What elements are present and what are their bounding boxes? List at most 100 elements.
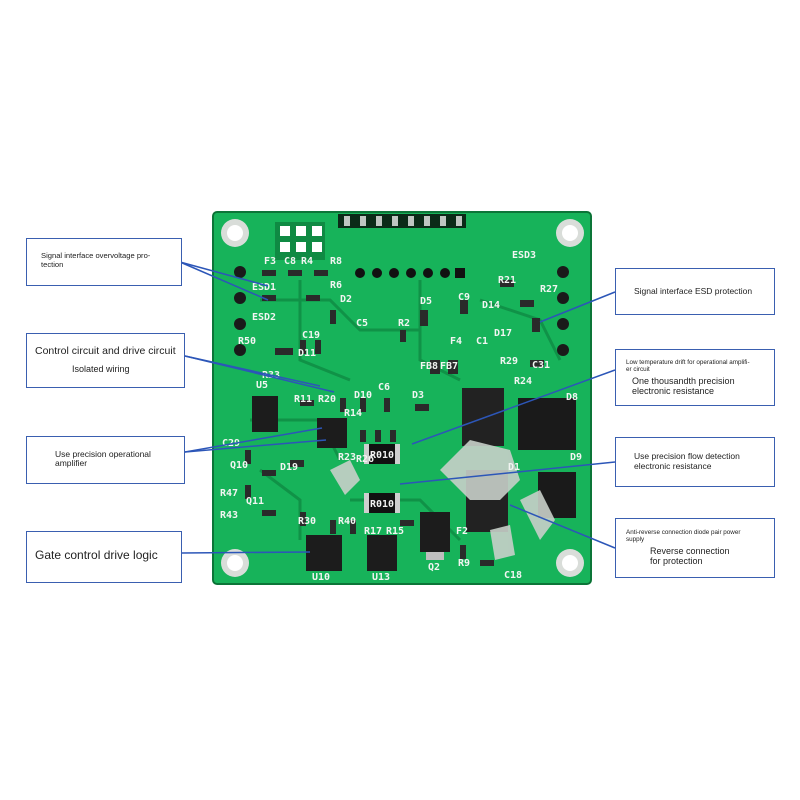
callout-esd-protection: Signal interface ESD protection [615, 268, 775, 315]
label-r30: R30 [298, 516, 316, 527]
callout-overvoltage-line1: Signal interface overvoltage pro- [41, 251, 151, 260]
header-pins-top [338, 214, 466, 228]
label-fb8: FB8 [420, 361, 438, 372]
callout-drift-line1: Low temperature drift for operational am… [626, 359, 750, 366]
callout-isolation-line2: Isolated wiring [72, 364, 130, 374]
label-r47: R47 [220, 488, 238, 499]
ic-u13 [367, 535, 397, 571]
label-r43: R43 [220, 510, 238, 521]
label-c8: C8 [284, 256, 296, 267]
label-d3: D3 [412, 390, 424, 401]
label-esd2: ESD2 [252, 312, 276, 323]
callout-opamp-line1: Use precision operational [55, 449, 151, 459]
label-r8: R8 [330, 256, 342, 267]
label-c1: C1 [476, 336, 488, 347]
sense-resistor-2-marking: R010 [370, 499, 394, 510]
callout-drift-line3: One thousandth precision [632, 376, 735, 386]
pcb-board: F3 C8 R4 R8 R6 D2 ESD3 R21 R27 D14 D17 D… [212, 211, 592, 585]
label-d17: D17 [494, 328, 512, 339]
label-r27: R27 [540, 284, 558, 295]
label-u5: U5 [256, 380, 268, 391]
label-r50: R50 [238, 336, 256, 347]
label-r26: R26 [356, 454, 374, 465]
callout-reverse-line2: supply [626, 536, 645, 543]
label-f4: F4 [450, 336, 462, 347]
mounting-hole [556, 549, 584, 577]
callout-gate-control: Gate control drive logic [26, 531, 182, 583]
label-r17: R17 [364, 526, 382, 537]
label-q10: Q10 [230, 460, 248, 471]
sense-resistor-2 [364, 493, 400, 513]
ic-q2 [420, 512, 450, 560]
mounting-hole [221, 219, 249, 247]
callout-overvoltage-protection: Signal interface overvoltage pro- tectio… [26, 238, 182, 286]
label-c31: C31 [532, 360, 550, 371]
edge-pins-right [557, 266, 569, 356]
label-r11: R11 [294, 394, 312, 405]
label-d2: D2 [340, 294, 352, 305]
label-esd3: ESD3 [512, 250, 536, 261]
callout-opamp-line2: amplifier [55, 458, 88, 468]
sense-resistor-1 [364, 444, 400, 464]
copper-pour [330, 440, 555, 560]
label-r2: R2 [398, 318, 410, 329]
label-c6: C6 [378, 382, 390, 393]
label-esd1: ESD1 [252, 282, 276, 293]
label-r14: R14 [344, 408, 362, 419]
callout-isolated-wiring: Control circuit and drive circuit Isolat… [26, 333, 185, 388]
label-u10: U10 [312, 572, 330, 583]
test-pad-block [275, 222, 325, 260]
label-fb7: FB7 [440, 361, 458, 372]
label-r24: R24 [514, 376, 532, 387]
through-hole-row [355, 268, 465, 278]
label-q11: Q11 [246, 496, 264, 507]
label-d1: D1 [508, 462, 520, 473]
callout-reverse-protection: Anti-reverse connection diode pair power… [615, 518, 775, 578]
ic-u5 [252, 396, 278, 432]
label-f2: F2 [456, 526, 468, 537]
callout-isolation-line1: Control circuit and drive circuit [35, 345, 176, 357]
label-d9: D9 [570, 452, 582, 463]
callout-reverse-line4: for protection [650, 556, 703, 566]
label-c9: C9 [458, 292, 470, 303]
mosfet-d8 [462, 388, 576, 450]
callout-reverse-line1: Anti-reverse connection diode pair power [626, 529, 741, 536]
mounting-hole [556, 219, 584, 247]
callout-precision-opamp: Use precision operational amplifier [26, 436, 185, 484]
callout-flow-line2: electronic resistance [634, 461, 712, 471]
callout-drift-line2: er circuit [626, 366, 650, 373]
label-q2: Q2 [428, 562, 440, 573]
label-r20: R20 [318, 394, 336, 405]
label-r9: R9 [458, 558, 470, 569]
callout-reverse-line3: Reverse connection [650, 546, 730, 556]
callout-overvoltage-line2: tection [41, 260, 64, 269]
ic-u10 [306, 535, 342, 571]
label-d10: D10 [354, 390, 372, 401]
label-d11: D11 [298, 348, 316, 359]
label-f3: F3 [264, 256, 276, 267]
label-c5: C5 [356, 318, 368, 329]
label-r40: R40 [338, 516, 356, 527]
label-d5: D5 [420, 296, 432, 307]
callout-esd-text: Signal interface ESD protection [634, 286, 753, 296]
label-d19: D19 [280, 462, 298, 473]
mounting-hole [221, 549, 249, 577]
leader-lines [179, 261, 616, 554]
label-r6: R6 [330, 280, 342, 291]
callout-gate-text: Gate control drive logic [35, 548, 158, 562]
ic-r14-opamp [317, 418, 347, 448]
label-r29: R29 [500, 356, 518, 367]
label-u13: U13 [372, 572, 390, 583]
label-r23: R23 [338, 452, 356, 463]
label-d14: D14 [482, 300, 500, 311]
callout-drift-line4: electronic resistance [632, 386, 715, 396]
label-r15: R15 [386, 526, 404, 537]
sense-resistor-1-marking: R010 [370, 450, 394, 461]
label-c18: C18 [504, 570, 522, 581]
callout-flow-detection: Use precision flow detection electronic … [615, 437, 775, 487]
label-r4: R4 [301, 256, 313, 267]
label-c19: C19 [302, 330, 320, 341]
edge-pins-left [234, 266, 246, 356]
label-r21: R21 [498, 275, 516, 286]
